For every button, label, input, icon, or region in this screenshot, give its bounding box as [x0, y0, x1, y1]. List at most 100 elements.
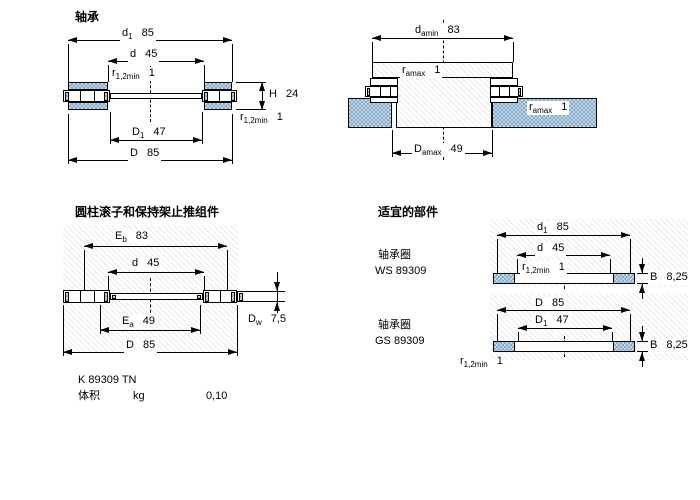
cage-section — [518, 88, 521, 96]
extension-line — [612, 332, 613, 341]
extension-line — [100, 305, 101, 334]
dim-gs-D1-line — [518, 325, 612, 331]
assembly-box-left — [63, 290, 110, 303]
cage-profile-strip — [110, 93, 202, 99]
extension-line — [630, 314, 631, 341]
extension-line — [637, 351, 649, 352]
shaft-shoulder-block — [372, 62, 513, 78]
dim-Dw-upper-arrow — [274, 272, 280, 291]
dim-ws-d1-line — [497, 232, 630, 238]
extension-line — [637, 273, 649, 274]
roller-divider — [509, 87, 510, 96]
roller-divider — [499, 87, 500, 96]
shaft-spigot — [396, 78, 492, 128]
dim-d-assembly-line — [108, 269, 204, 275]
extension-line — [110, 112, 111, 144]
extension-line — [232, 114, 233, 164]
shaft-washer-section-left — [68, 82, 108, 90]
roller-divider — [94, 291, 95, 302]
roller-divider — [80, 291, 81, 302]
shaft-washer-section-right — [204, 82, 232, 90]
extension-line — [610, 259, 611, 273]
ws-washer-section-right — [613, 273, 635, 284]
housing-section-left — [348, 98, 392, 128]
extension-line — [63, 305, 64, 356]
mounted-rollers-left — [365, 86, 398, 97]
mass-value: 0,10 — [206, 390, 228, 402]
extension-line — [204, 65, 205, 82]
roller-divider — [219, 91, 220, 101]
mounted-washer-bottom-left — [370, 97, 398, 103]
extension-line — [372, 42, 373, 62]
extension-line — [492, 130, 493, 157]
cage-section — [197, 295, 201, 299]
extension-line — [392, 130, 393, 157]
cage-section — [65, 92, 69, 101]
extension-line — [518, 332, 519, 341]
extension-line — [200, 305, 201, 334]
ws-part-designation: WS 89309 — [375, 265, 427, 277]
gs-washer-section-right — [613, 341, 635, 352]
extension-line — [68, 44, 69, 82]
extension-line — [517, 259, 518, 273]
extension-line — [202, 112, 203, 144]
extension-line — [630, 239, 631, 273]
mounted-washer-top-left — [370, 78, 398, 86]
section-title-bearing: 轴承 — [75, 10, 100, 24]
roller-divider — [80, 91, 81, 101]
mounted-washer-top-right — [490, 78, 518, 86]
extension-line — [513, 42, 514, 62]
cage-section — [231, 292, 235, 302]
extension-line — [204, 276, 205, 290]
extension-line — [236, 109, 266, 110]
cage-section — [239, 293, 243, 301]
cage-section — [65, 292, 69, 302]
roller-cage-box-left — [63, 90, 110, 102]
cage-section — [104, 292, 108, 302]
dim-gs-B-upper-arrow — [639, 326, 645, 341]
assembly-box-right — [203, 290, 237, 303]
extension-line — [497, 239, 498, 273]
section-title-assembly: 圆柱滚子和保持架止推组件 — [75, 205, 220, 219]
dim-gs-D-line — [497, 307, 630, 313]
roller-divider — [94, 91, 95, 101]
ws-part-label: 轴承圈 — [378, 249, 411, 261]
mass-unit: kg — [133, 390, 145, 402]
dim-Dw-lower-arrow — [274, 302, 280, 321]
dim-H-line — [259, 82, 265, 110]
section-title-parts: 适宜的部件 — [378, 205, 439, 219]
mounted-washer-bottom-right — [490, 97, 518, 103]
dim-ws-B-upper-arrow — [639, 258, 645, 273]
dim-damin-line — [372, 35, 513, 41]
assembly-designation: K 89309 TN — [78, 374, 137, 386]
roller-divider — [220, 291, 221, 302]
cage-section — [367, 88, 370, 96]
cage-section — [104, 92, 108, 101]
extension-line — [227, 250, 228, 290]
extension-line — [108, 276, 109, 290]
dim-D1-line — [110, 137, 202, 143]
extension-line — [497, 314, 498, 341]
cage-section — [204, 92, 208, 101]
assembly-cage-strip — [110, 293, 203, 300]
mounted-rollers-right — [490, 86, 523, 97]
